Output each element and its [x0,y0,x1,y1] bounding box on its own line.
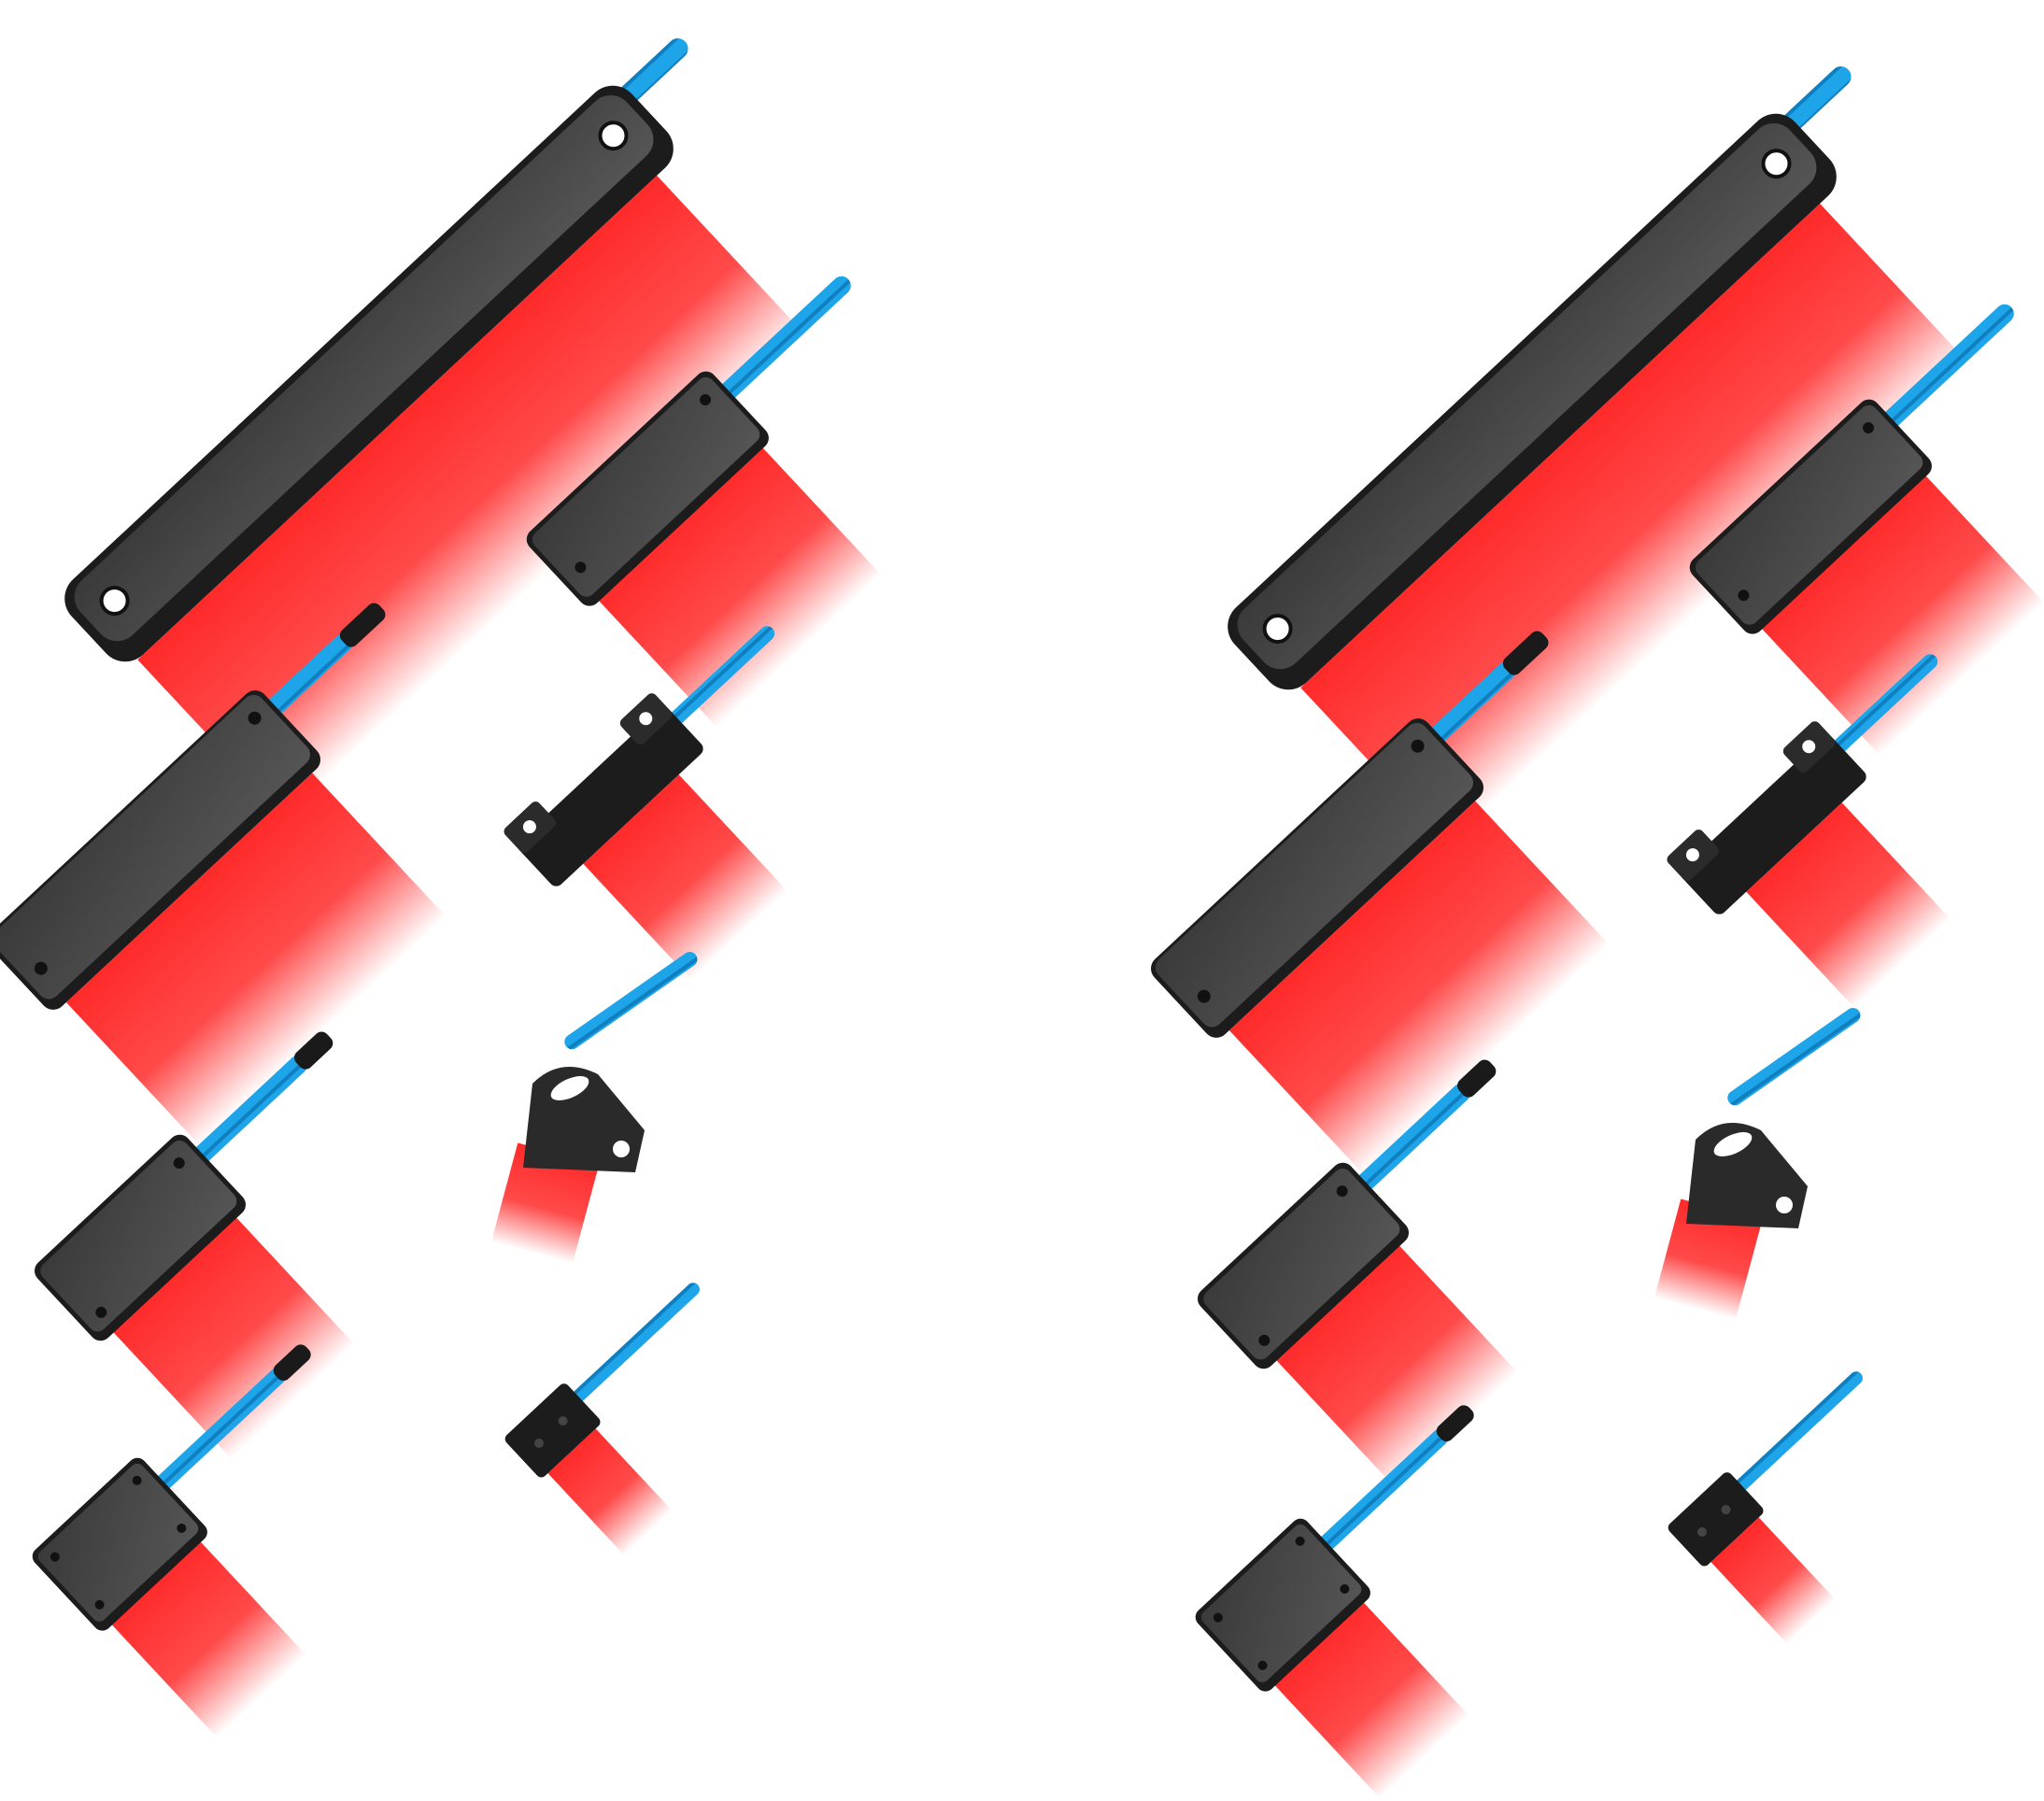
screw-hole [1696,1526,1707,1537]
mini-block-sensor [504,1283,700,1555]
square-block-sensor [32,1344,311,1738]
blue-cable [144,1368,286,1501]
blue-cable [1817,654,1938,768]
red-light-beam [547,1428,673,1555]
pear-mount-sensor [490,951,698,1264]
flanged-block-sensor [1667,654,1951,1009]
red-light-beam [137,175,803,817]
long-bar-sensor [64,38,803,817]
red-light-beam [595,445,882,728]
slot-hole [1713,1132,1753,1156]
red-light-beam [1300,203,1966,845]
cable-wire-end [339,603,386,647]
medium-bar-sensor [1151,631,1610,1174]
red-light-beam [1228,801,1610,1174]
mount-hole [1862,422,1874,434]
screw-hole [132,1475,142,1485]
panel-right [1151,66,2044,1799]
mount-hole [1258,1334,1270,1346]
blue-cable [654,626,775,740]
red-light-beam [65,773,447,1146]
small-block-sensor [35,1031,355,1459]
mount-hole [1761,149,1792,179]
panel-left [0,38,882,1738]
mount-hole [95,1306,107,1318]
screw-hole [177,1524,187,1534]
mount-hole [639,712,653,726]
mount-hole [173,1157,185,1170]
screw-hole [94,1599,105,1610]
blue-cable [566,1283,700,1409]
blue-cable [186,1055,308,1170]
blue-cable [1349,1083,1471,1198]
red-light-beam [1654,1198,1763,1320]
red-light-beam [1758,473,2044,756]
blue-cable [1727,1007,1861,1106]
mini-block-sensor [1668,1371,1863,1644]
pear-mount-sensor [1654,1007,1861,1320]
sensor-housing [1680,735,1867,915]
mount-hole [1802,740,1816,754]
sensor-housing [504,1383,601,1478]
red-light-beam [583,774,788,981]
blue-cable [1729,1371,1863,1497]
rect-block-sensor [1689,304,2044,756]
mount-hole [598,121,629,151]
slot-hole [550,1076,589,1100]
square-block-sensor [1195,1405,1474,1799]
mount-hole [1685,848,1699,862]
blue-cable [1307,1428,1449,1562]
blue-cable [564,951,698,1050]
blue-cable [1872,304,2014,438]
mount-hole [613,1141,630,1157]
red-light-beam [108,1539,306,1738]
flanged-block-sensor [504,626,788,981]
red-light-beam [1271,1599,1469,1799]
blue-cable [709,276,851,410]
mount-hole [248,711,262,725]
mount-hole [99,586,130,617]
red-light-beam [1746,802,1951,1009]
screw-hole [1340,1584,1350,1595]
rect-block-sensor [526,276,882,728]
cable-wire-end [1436,1405,1474,1442]
cable-wire-end [273,1344,311,1382]
screw-hole [1257,1660,1268,1670]
screw-hole [50,1552,60,1562]
sensor-housing [517,707,703,886]
mount-hole [575,561,587,574]
screw-hole [1721,1505,1731,1515]
screw-hole [1213,1612,1223,1623]
mount-hole [1336,1185,1348,1198]
screw-hole [1295,1536,1305,1546]
mount-hole [522,820,536,834]
mount-hole [699,394,711,406]
long-bar-sensor [1228,66,1966,845]
cable-wire-end [294,1031,334,1070]
red-light-beam [490,1142,600,1264]
mount-hole [1411,739,1425,753]
mount-hole [1262,614,1293,645]
medium-bar-sensor [0,603,447,1146]
mount-hole [1197,989,1211,1003]
mount-hole [1776,1197,1793,1213]
sensor-housing [1668,1472,1764,1567]
red-light-beam [1710,1517,1836,1644]
screw-hole [558,1416,568,1426]
mount-hole [34,961,48,975]
cable-wire-end [1457,1059,1497,1098]
cable-wire-end [1502,631,1549,675]
screw-hole [533,1438,544,1448]
mount-hole [1738,589,1750,602]
